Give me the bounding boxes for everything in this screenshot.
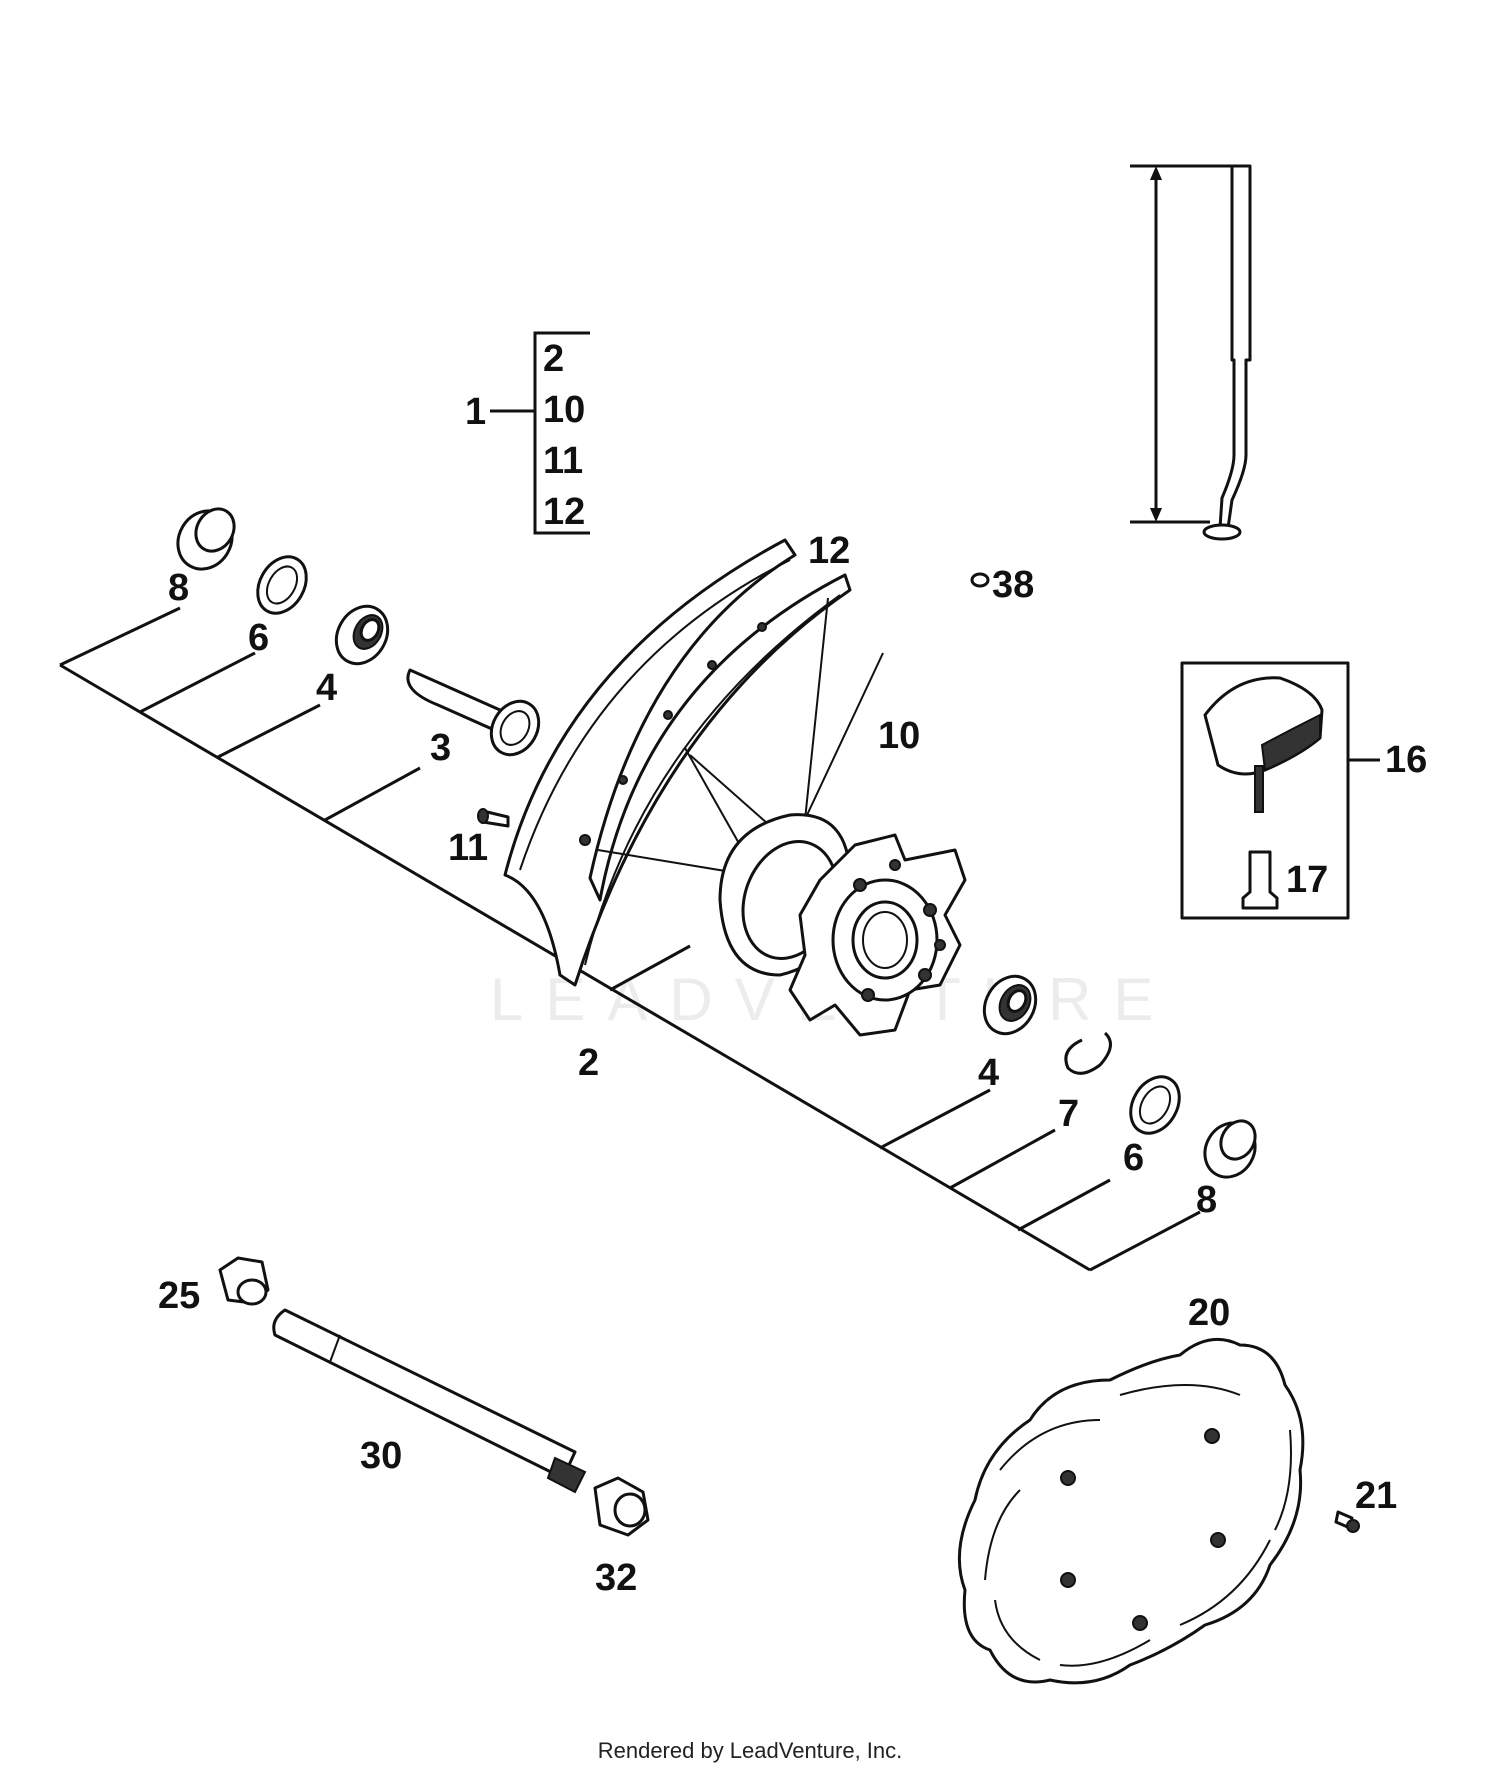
nut-25 [218,1256,270,1306]
label-4-right: 4 [978,1052,999,1094]
label-38: 38 [992,564,1034,606]
spacer-8-right [1203,1119,1257,1179]
label-25: 25 [158,1275,200,1317]
label-17: 17 [1286,859,1328,901]
valve-11 [477,808,510,828]
label-4-left: 4 [316,667,337,709]
label-6-right: 6 [1123,1137,1144,1179]
label-11: 11 [448,827,488,869]
label-7: 7 [1058,1093,1079,1135]
spoke-length-detail [1130,164,1252,541]
axle-30 [272,1308,587,1494]
label-kit-2: 2 [543,338,564,380]
label-kit-12: 12 [543,491,585,533]
seal-6-right [1129,1075,1181,1135]
label-8-left: 8 [168,567,189,609]
label-kit-10: 10 [543,389,585,431]
seal-6-left [256,555,308,615]
bearing-4-left [334,604,390,666]
label-21: 21 [1355,1475,1397,1517]
brake-disc-20 [957,1337,1305,1685]
label-kit-11: 11 [543,440,583,482]
label-16: 16 [1385,739,1427,781]
label-10: 10 [878,715,920,757]
circlip-7 [1064,1031,1112,1075]
label-6-left: 6 [248,617,269,659]
label-12: 12 [808,530,850,572]
spacer-8-left [176,507,236,571]
screw-21 [1334,1510,1360,1533]
footer-credit: Rendered by LeadVenture, Inc. [597,1738,903,1763]
spacer-tube-3 [406,668,541,757]
bearing-4-right [982,974,1038,1036]
label-3: 3 [430,727,451,769]
kit-bracket [490,331,590,535]
label-32: 32 [595,1557,637,1599]
nipple-38 [970,572,990,588]
label-8-right: 8 [1196,1179,1217,1221]
callout-labels: 1 2 10 11 12 8 6 4 3 11 2 12 10 38 16 17… [158,338,1427,1599]
label-20: 20 [1188,1292,1230,1334]
label-30: 30 [360,1435,402,1477]
rim-12 [503,538,852,987]
hub-2 [718,813,967,1037]
label-1: 1 [465,391,486,433]
nut-32 [593,1476,650,1537]
tube-16-box [1180,661,1380,920]
label-2: 2 [578,1042,599,1084]
